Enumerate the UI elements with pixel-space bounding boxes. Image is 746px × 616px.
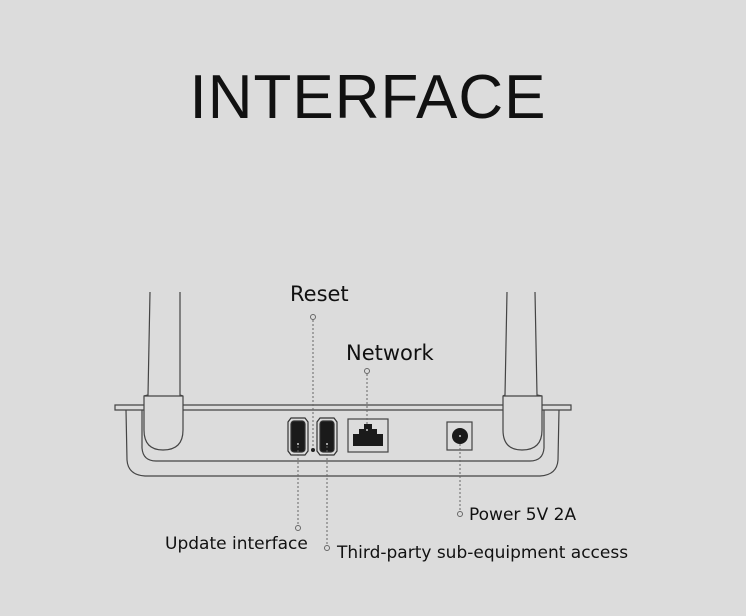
power-label: Power 5V 2A <box>469 505 577 525</box>
body-inner <box>141 410 545 462</box>
reset-label: Reset <box>290 282 349 306</box>
antenna-right <box>502 291 543 451</box>
network-port <box>347 418 389 453</box>
top-plate <box>114 404 572 411</box>
body-outline <box>125 409 560 477</box>
page-title: INTERFACE <box>189 63 547 132</box>
third-party-label: Third-party sub-equipment access <box>337 543 629 563</box>
usb-port-update <box>287 417 309 456</box>
network-label: Network <box>346 341 434 365</box>
antenna-left <box>143 291 184 451</box>
reset-hole <box>311 448 315 452</box>
usb-port-third-party <box>316 417 338 456</box>
update-interface-label: Update interface <box>165 534 308 554</box>
